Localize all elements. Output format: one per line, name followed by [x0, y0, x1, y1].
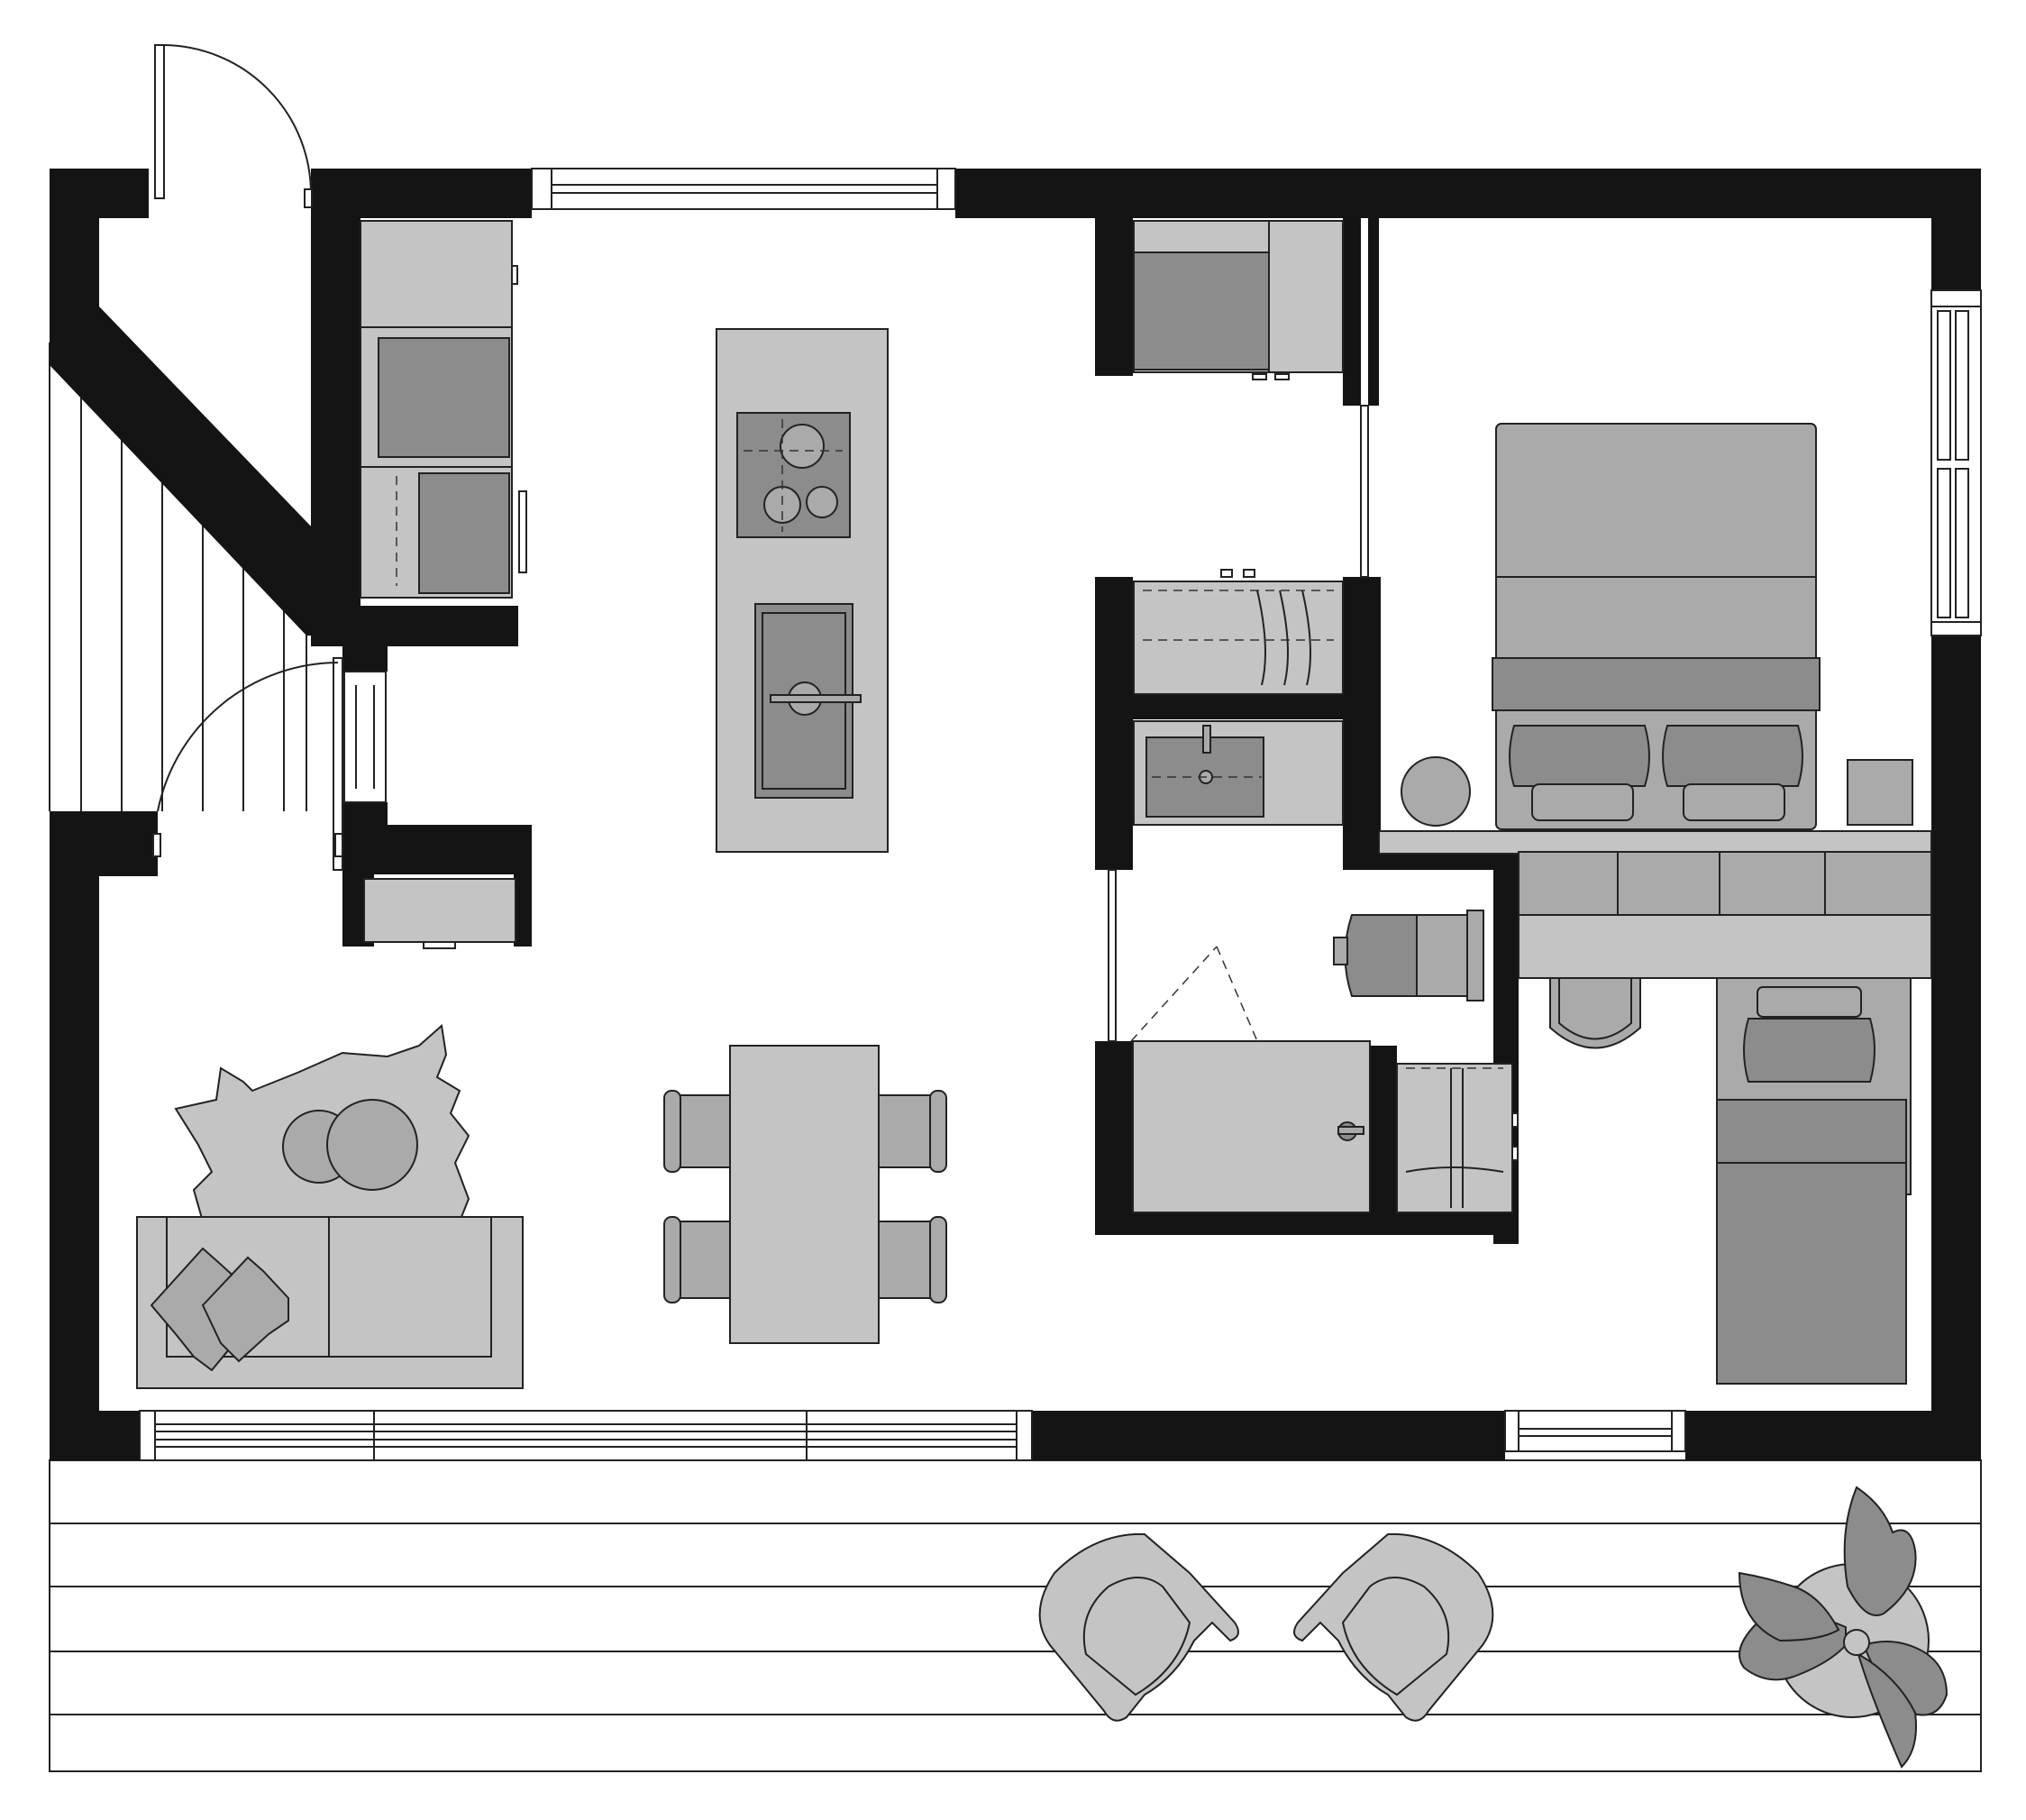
bathroom-door: [1108, 869, 1258, 1042]
bathroom: [1132, 569, 1519, 1213]
dining-set: [663, 1045, 947, 1344]
wardrobe: [1133, 220, 1344, 380]
bedroom-door: [1360, 405, 1369, 578]
exterior-walls: [50, 169, 1981, 1460]
stair-door: [152, 657, 343, 871]
deck-plant: [1738, 1486, 1948, 1769]
kitchen-island: [716, 328, 889, 853]
bedroom: [1378, 423, 1932, 1385]
windows: [139, 168, 1982, 1461]
entry-door: [154, 44, 313, 208]
deck-chairs: [1038, 1532, 1494, 1722]
deck: [49, 1459, 1982, 1772]
living-area: [136, 1024, 524, 1389]
kitchen-cabinets: [360, 220, 527, 949]
